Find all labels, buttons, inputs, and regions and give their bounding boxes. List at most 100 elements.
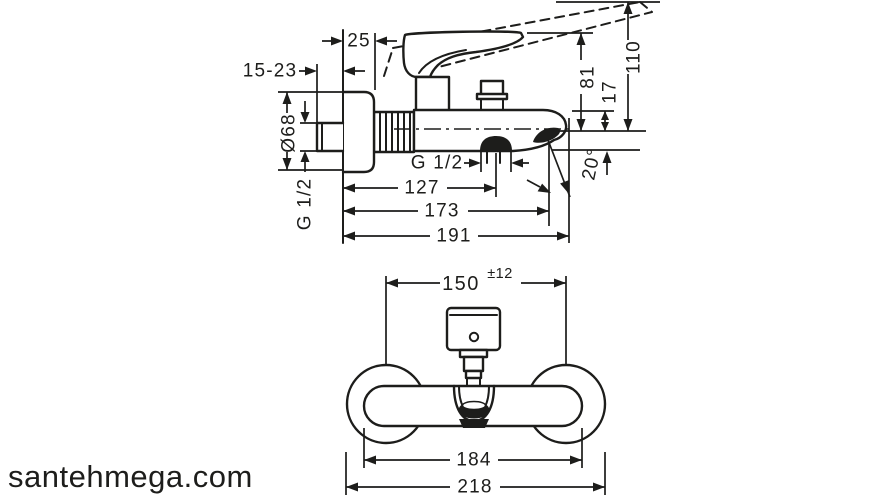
wall-thread-label: G 1/2 bbox=[295, 178, 316, 230]
dim-81-label: 81 bbox=[578, 65, 599, 89]
dim-spout-end-height: 17 bbox=[572, 80, 621, 131]
angle-20-arrow-diagonal bbox=[560, 180, 569, 194]
handle-neck-foot bbox=[464, 369, 483, 380]
dim-150-arrow-right bbox=[554, 278, 566, 288]
lever-handle bbox=[402, 30, 525, 79]
dim-25-label: 25 bbox=[347, 31, 371, 52]
aerator-outlet bbox=[533, 127, 561, 143]
handle-open-position-dashed bbox=[383, 1, 653, 77]
dim-spout-angle: 20° bbox=[526, 139, 640, 198]
connection-nut bbox=[372, 110, 416, 154]
dim-150-tolerance-label: ±12 bbox=[487, 266, 513, 282]
dim-173-lines bbox=[343, 142, 550, 226]
dim-25-arrow-left bbox=[331, 36, 343, 46]
dim-218-label: 218 bbox=[457, 477, 492, 498]
dim-overall-width: 218 bbox=[345, 452, 606, 498]
dim-1523-label: 15-23 bbox=[243, 61, 298, 82]
dim-1523-lines bbox=[299, 64, 365, 123]
dim-184-lines bbox=[363, 428, 583, 468]
dim-191-lines bbox=[343, 118, 570, 243]
dim-17-arrow-bottom bbox=[601, 122, 609, 131]
dim-handle-open-height: 110 bbox=[556, 1, 660, 131]
dim-173-arrow-left bbox=[343, 206, 355, 216]
dim-110-arrow-bottom bbox=[623, 119, 633, 131]
watermark-text: santehmega.com bbox=[8, 459, 253, 494]
dim-g12out-arrow-right bbox=[511, 158, 523, 168]
dim-68-label: Ø68 bbox=[279, 113, 300, 153]
dim-1523-arrow-left bbox=[305, 66, 317, 76]
angle-20-lines bbox=[526, 139, 640, 198]
diverter-flange bbox=[475, 92, 509, 101]
diverter-knob bbox=[475, 79, 509, 111]
dim-escutcheon-depth: 25 bbox=[322, 31, 397, 90]
handle-neck-flange bbox=[458, 348, 489, 359]
dim-218-arrow-left bbox=[346, 482, 358, 492]
dim-191-arrow-right bbox=[557, 231, 569, 241]
spout-front bbox=[452, 384, 496, 428]
dim-218-lines bbox=[345, 452, 606, 495]
dim-127-arrow-left bbox=[343, 183, 355, 193]
dim-218-arrow-right bbox=[593, 482, 605, 492]
handle-front bbox=[445, 306, 502, 387]
dim-110-label: 110 bbox=[624, 40, 645, 74]
dim-68-arrow-top bbox=[282, 92, 292, 104]
dim-outlet-thread: G 1/2 bbox=[411, 152, 529, 174]
dim-81-arrow-bottom bbox=[576, 119, 586, 131]
dim-184-arrow-right bbox=[570, 455, 582, 465]
handle-indicator-dot bbox=[468, 331, 480, 343]
dim-g12wall-lines bbox=[300, 101, 317, 172]
dim-1523-arrow-right bbox=[343, 66, 355, 76]
side-view: 25 15-23 Ø68 G 1/2 G 1/2 bbox=[243, 1, 660, 247]
dim-173-arrow-right bbox=[537, 206, 549, 216]
cartridge-block bbox=[414, 75, 451, 112]
dim-g12out-lines bbox=[464, 152, 529, 172]
dim-150-arrow-left bbox=[386, 278, 398, 288]
dim-g12wall-arrow-down bbox=[300, 112, 310, 123]
dim-sunion-adjust: 15-23 bbox=[243, 61, 365, 123]
dim-184-label: 184 bbox=[456, 450, 491, 471]
dim-191-label: 191 bbox=[436, 226, 471, 247]
escutcheon bbox=[341, 90, 376, 174]
dim-150-label: 150 bbox=[442, 273, 480, 295]
dim-escutcheon-diameter: Ø68 bbox=[278, 91, 343, 171]
spout-mouth-highlight bbox=[461, 400, 487, 411]
dim-wall-thread: G 1/2 bbox=[295, 101, 317, 230]
dim-81-arrow-top bbox=[576, 33, 586, 45]
dim-g12wall-arrow-up bbox=[300, 151, 310, 162]
dim-68-lines bbox=[278, 91, 343, 171]
diverter-cap bbox=[479, 79, 505, 96]
angle-20-label: 20° bbox=[578, 146, 605, 182]
shower-outlet-nipple bbox=[486, 150, 501, 164]
diverter-stem bbox=[480, 98, 504, 111]
dim-17-label: 17 bbox=[600, 80, 621, 104]
front-view: 150 ±12 184 218 bbox=[345, 266, 607, 498]
dim-spout-reach: 191 bbox=[343, 118, 570, 247]
dim-wall-to-aerator: 173 bbox=[343, 142, 550, 226]
dim-25-lines bbox=[322, 33, 397, 90]
dim-68-arrow-bottom bbox=[282, 158, 292, 170]
dim-127-arrow-right bbox=[484, 183, 496, 193]
pipe-stub-outline bbox=[315, 121, 345, 153]
dim-connection-distance: 150 ±12 bbox=[385, 266, 567, 366]
dim-150-lines bbox=[385, 276, 567, 366]
supply-pipe-stub bbox=[315, 121, 345, 153]
spout-underside-dark bbox=[459, 419, 489, 428]
dim-wall-to-outlet: 127 bbox=[343, 153, 497, 199]
connection-nut-ribs bbox=[379, 111, 411, 153]
angle-20-arrow-up bbox=[602, 151, 612, 163]
dim-body-width: 184 bbox=[363, 428, 583, 471]
outlet-thread-label: G 1/2 bbox=[411, 153, 463, 174]
handle-neck-mid bbox=[462, 355, 485, 373]
shower-outlet-dome bbox=[480, 136, 512, 151]
faucet-body-spout bbox=[412, 108, 568, 153]
dim-173-label: 173 bbox=[424, 201, 459, 222]
dim-110-arrow-top bbox=[623, 2, 633, 14]
dim-g12out-arrow-left bbox=[469, 158, 481, 168]
dim-127-label: 127 bbox=[404, 178, 439, 199]
dim-184-arrow-left bbox=[364, 455, 376, 465]
handle-neck-base-lines bbox=[466, 377, 481, 387]
dim-191-arrow-left bbox=[343, 231, 355, 241]
lever-contour-line bbox=[418, 49, 467, 74]
